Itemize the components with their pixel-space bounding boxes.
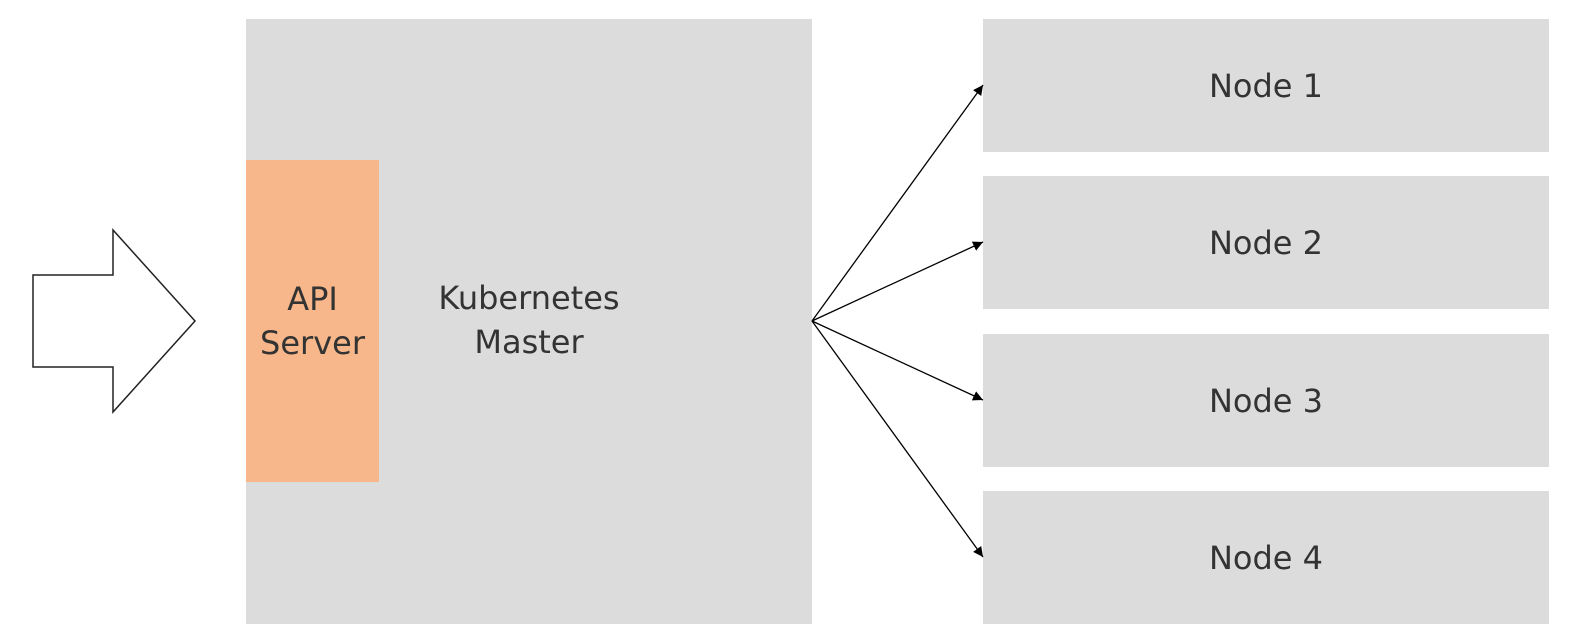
api-server-label: API Server — [260, 277, 365, 365]
api-server-label-line1: API — [287, 280, 338, 318]
node-4-box: Node 4 — [983, 491, 1549, 624]
node-3-box: Node 3 — [983, 334, 1549, 467]
api-server-label-line2: Server — [260, 324, 365, 362]
node-2-box: Node 2 — [983, 176, 1549, 309]
node-4-label: Node 4 — [1208, 538, 1324, 577]
connector-master-to-node-4 — [811, 320, 984, 558]
connector-master-to-node-3 — [811, 320, 984, 401]
node-1-label: Node 1 — [1208, 66, 1324, 105]
node-1-box: Node 1 — [983, 19, 1549, 152]
node-3-label: Node 3 — [1208, 381, 1324, 420]
connector-master-to-node-1 — [811, 84, 984, 322]
incoming-arrow-icon — [32, 228, 197, 414]
kubernetes-master-label: Kubernetes Master — [414, 276, 644, 364]
api-server-box: API Server — [246, 160, 379, 482]
kubernetes-master-label-line1: Kubernetes — [438, 279, 620, 317]
kubernetes-master-label-line2: Master — [474, 323, 584, 361]
node-2-label: Node 2 — [1208, 223, 1324, 262]
connector-master-to-node-2 — [811, 241, 984, 322]
